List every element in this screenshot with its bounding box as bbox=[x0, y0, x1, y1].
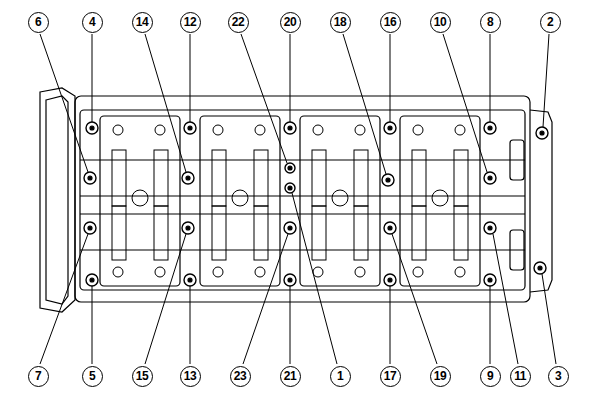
callout-number: 10 bbox=[430, 12, 451, 33]
callout-number: 16 bbox=[380, 12, 401, 33]
callout-number: 14 bbox=[132, 12, 153, 33]
callout-number: 19 bbox=[430, 366, 451, 387]
callout-number: 9 bbox=[480, 366, 501, 387]
callout-number: 17 bbox=[380, 366, 401, 387]
callout-number: 18 bbox=[330, 12, 351, 33]
callout-number: 21 bbox=[280, 366, 301, 387]
callout-number: 20 bbox=[280, 12, 301, 33]
callout-number: 3 bbox=[548, 366, 569, 387]
callout-number: 7 bbox=[28, 366, 49, 387]
callout-number: 11 bbox=[510, 366, 531, 387]
callout-number: 15 bbox=[132, 366, 153, 387]
callout-number: 6 bbox=[28, 12, 49, 33]
callout-number: 5 bbox=[82, 366, 103, 387]
callout-number: 13 bbox=[180, 366, 201, 387]
callout-number: 23 bbox=[230, 366, 251, 387]
callout-number: 22 bbox=[228, 12, 249, 33]
callout-number: 12 bbox=[180, 12, 201, 33]
callout-number: 8 bbox=[480, 12, 501, 33]
callout-number: 2 bbox=[540, 12, 561, 33]
callout-number: 1 bbox=[330, 366, 351, 387]
callout-number: 4 bbox=[82, 12, 103, 33]
